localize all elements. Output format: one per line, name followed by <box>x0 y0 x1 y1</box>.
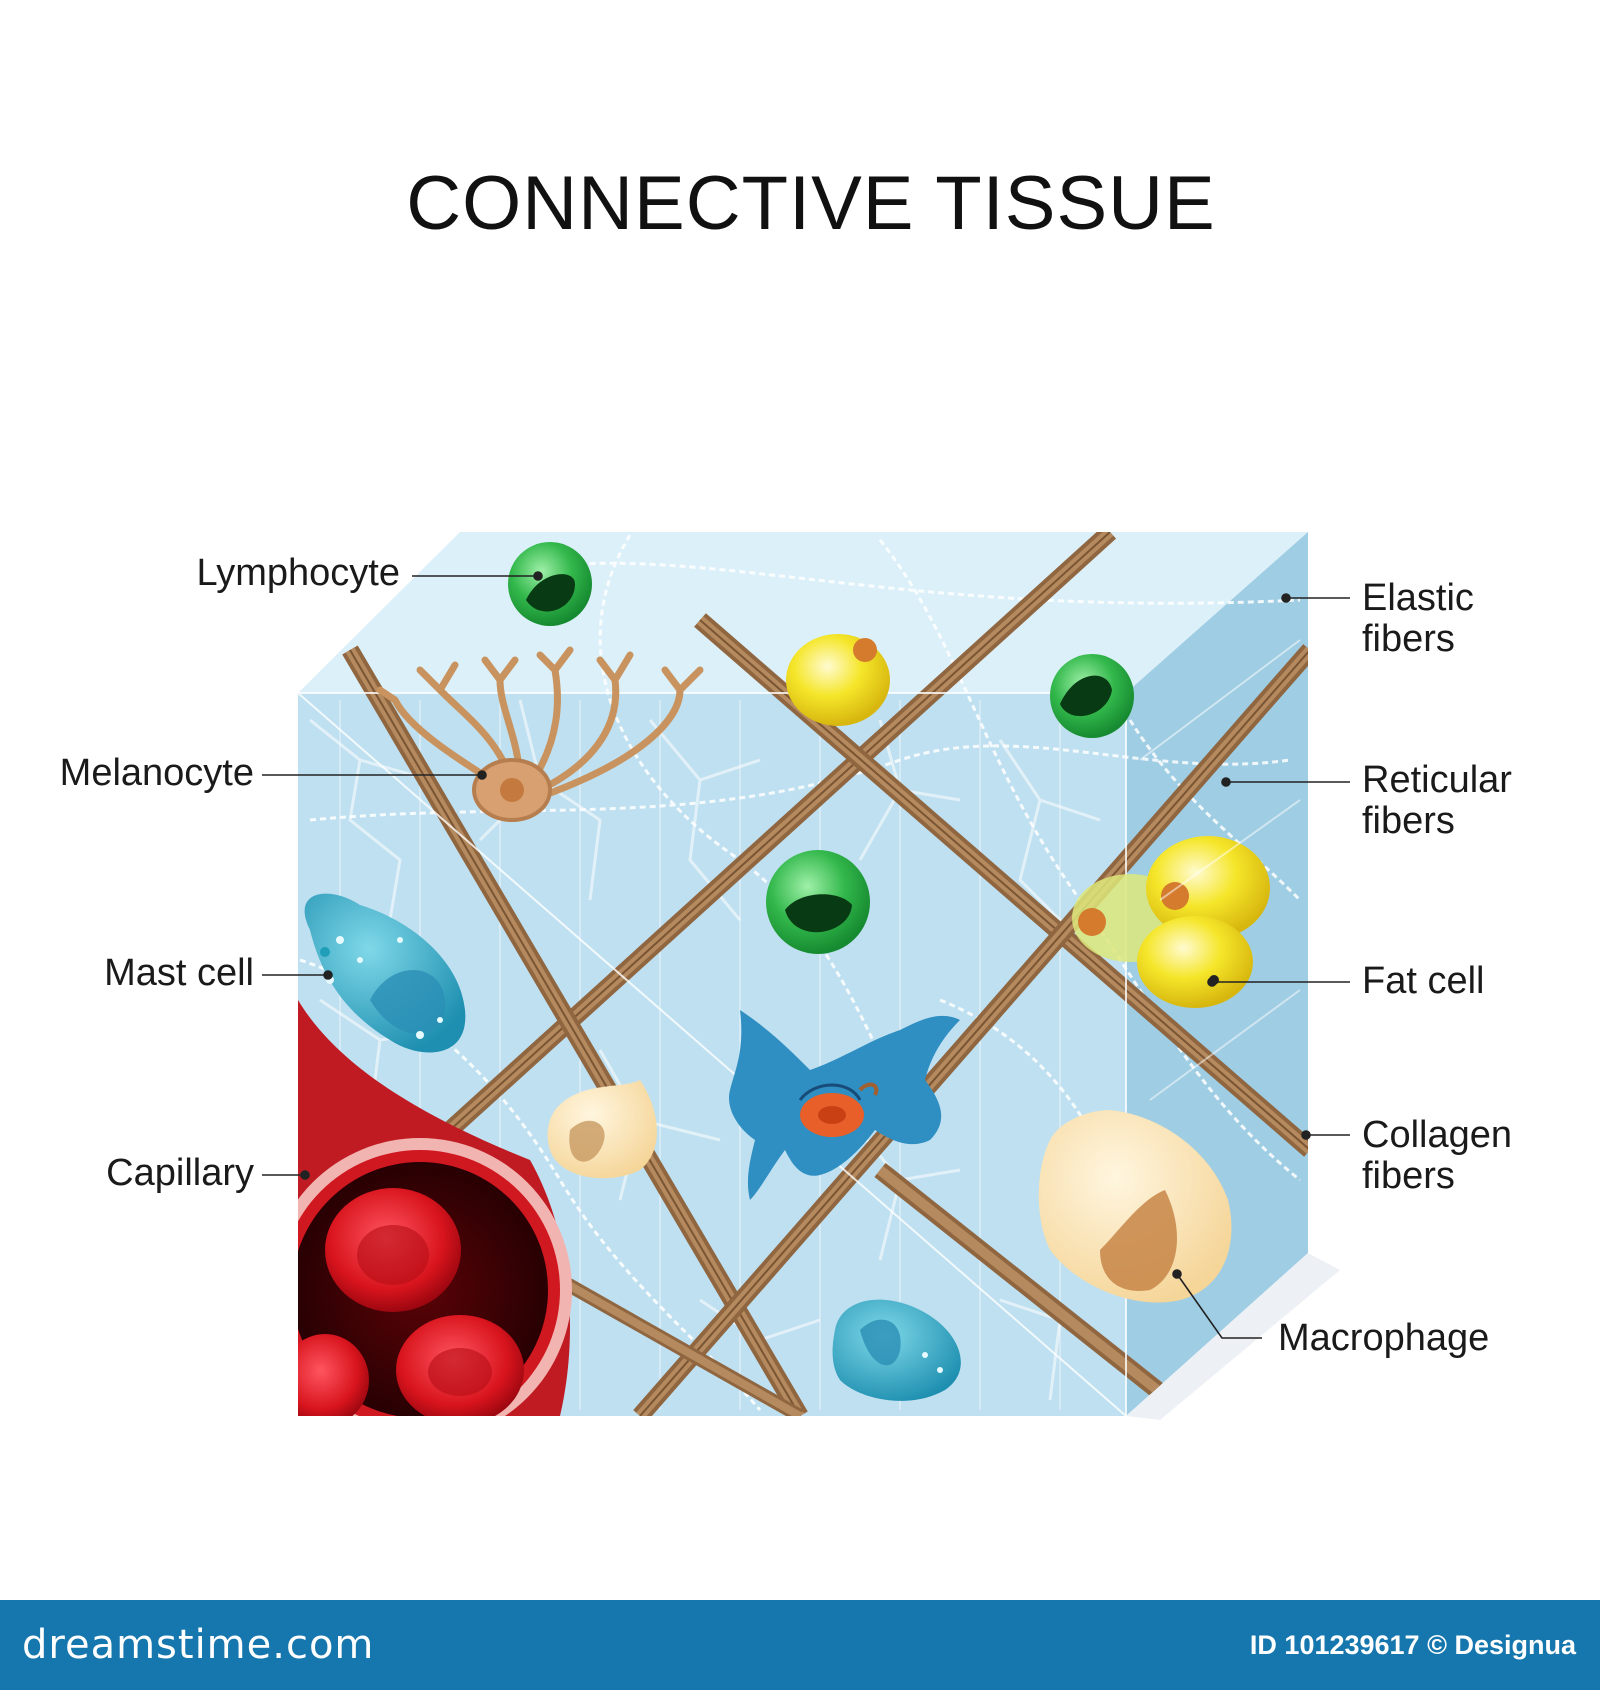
label-elastic-fibers: Elastic fibers <box>1362 578 1474 660</box>
cube-shadow <box>1126 1253 1340 1420</box>
macrophage-small <box>547 1080 657 1179</box>
macrophage <box>1038 1110 1232 1303</box>
label-reticular-fibers: Reticular fibers <box>1362 760 1512 842</box>
cube-edge <box>295 692 1127 1419</box>
lymphocyte <box>1050 654 1134 738</box>
red-blood-cell <box>396 1315 524 1416</box>
collagen-bundle-6 <box>556 1273 804 1416</box>
melanocyte <box>376 646 704 822</box>
leader-lines <box>262 571 1350 1339</box>
footer-credit: ID 101239617 © Designua <box>1249 1630 1576 1660</box>
red-blood-cell <box>325 1188 461 1312</box>
red-blood-cell <box>298 1334 369 1416</box>
lymphocyte <box>766 850 870 954</box>
fat-cell <box>786 634 890 726</box>
label-mast-cell: Mast cell <box>104 952 254 994</box>
lymphocyte <box>508 542 592 626</box>
label-elastic-line1: Elastic <box>1362 577 1474 619</box>
label-fat-cell: Fat cell <box>1362 960 1485 1002</box>
label-collagen-line1: Collagen <box>1362 1114 1512 1156</box>
label-macrophage: Macrophage <box>1278 1317 1490 1359</box>
collagen-bundle-1 <box>443 532 1117 1137</box>
footer-brand: dreamstime.com <box>22 1622 375 1668</box>
label-collagen-fibers: Collagen fibers <box>1362 1115 1512 1197</box>
fat-cell-cluster <box>1072 836 1270 1008</box>
capillary <box>298 1000 572 1416</box>
label-lymphocyte: Lymphocyte <box>196 552 400 594</box>
diagram-title: CONNECTIVE TISSUE <box>406 161 1216 246</box>
collagen-bundle-2 <box>342 645 808 1416</box>
collagen-bundle-4 <box>633 644 1308 1416</box>
label-elastic-line2: fibers <box>1362 618 1455 660</box>
fibroblast <box>729 1010 960 1200</box>
collagen-bundle-5 <box>874 1162 1196 1416</box>
label-capillary: Capillary <box>106 1152 254 1194</box>
footer-bar: dreamstime.com ID 101239617 © Designua <box>0 1600 1600 1690</box>
mast-cell <box>832 1299 961 1401</box>
label-reticular-line1: Reticular <box>1362 759 1512 801</box>
label-collagen-line2: fibers <box>1362 1155 1455 1197</box>
side-fibers <box>1139 639 1301 1101</box>
label-reticular-line2: fibers <box>1362 800 1455 842</box>
label-melanocyte: Melanocyte <box>59 752 254 794</box>
